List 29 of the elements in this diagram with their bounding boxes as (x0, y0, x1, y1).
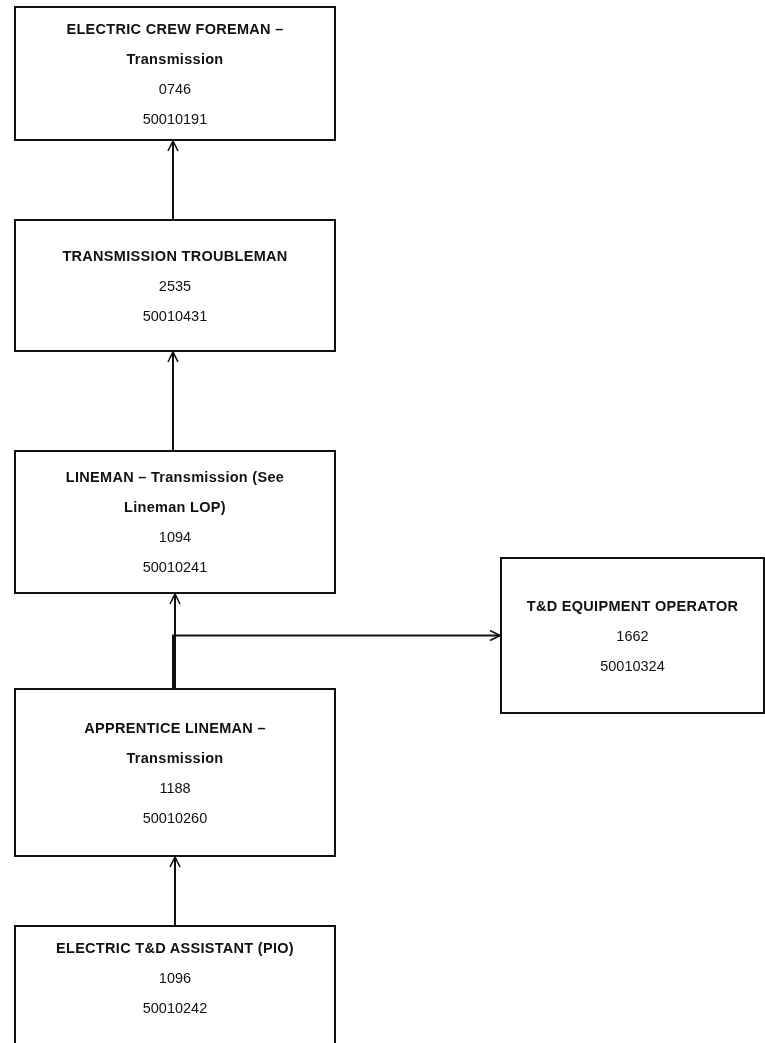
arrow (167, 140, 179, 220)
job-title: T&D EQUIPMENT OPERATOR (526, 596, 739, 616)
job-title: TRANSMISSION TROUBLEMAN (62, 246, 288, 266)
job-code: 50010260 (142, 808, 208, 828)
job-code: 1188 (159, 778, 191, 798)
job-code: 1662 (616, 626, 649, 646)
arrow (169, 856, 181, 926)
arrow (167, 351, 179, 451)
job-box (14, 925, 336, 1043)
arrow (169, 593, 181, 689)
job-code: 50010242 (142, 999, 208, 1018)
job-code: 50010324 (600, 656, 665, 676)
job-title: LINEMAN – Transmission (See Lineman LOP) (64, 468, 286, 517)
job-box (14, 6, 336, 141)
job-code: 0746 (158, 79, 192, 99)
job-code: 2535 (158, 276, 192, 296)
arrow (172, 629, 501, 689)
job-code: 1094 (158, 528, 192, 547)
job-title: ELECTRIC CREW FOREMAN – Transmission (65, 19, 285, 69)
job-title: APPRENTICE LINEMAN – Transmission (83, 718, 267, 768)
job-code: 1096 (158, 969, 192, 988)
job-box (14, 219, 336, 352)
job-code: 50010431 (142, 306, 208, 326)
job-code: 50010191 (142, 109, 208, 129)
job-title: ELECTRIC T&D ASSISTANT (PIO) (56, 939, 294, 958)
job-code: 50010241 (142, 558, 208, 577)
job-box (500, 557, 765, 714)
job-box (14, 450, 336, 594)
job-box (14, 688, 336, 857)
